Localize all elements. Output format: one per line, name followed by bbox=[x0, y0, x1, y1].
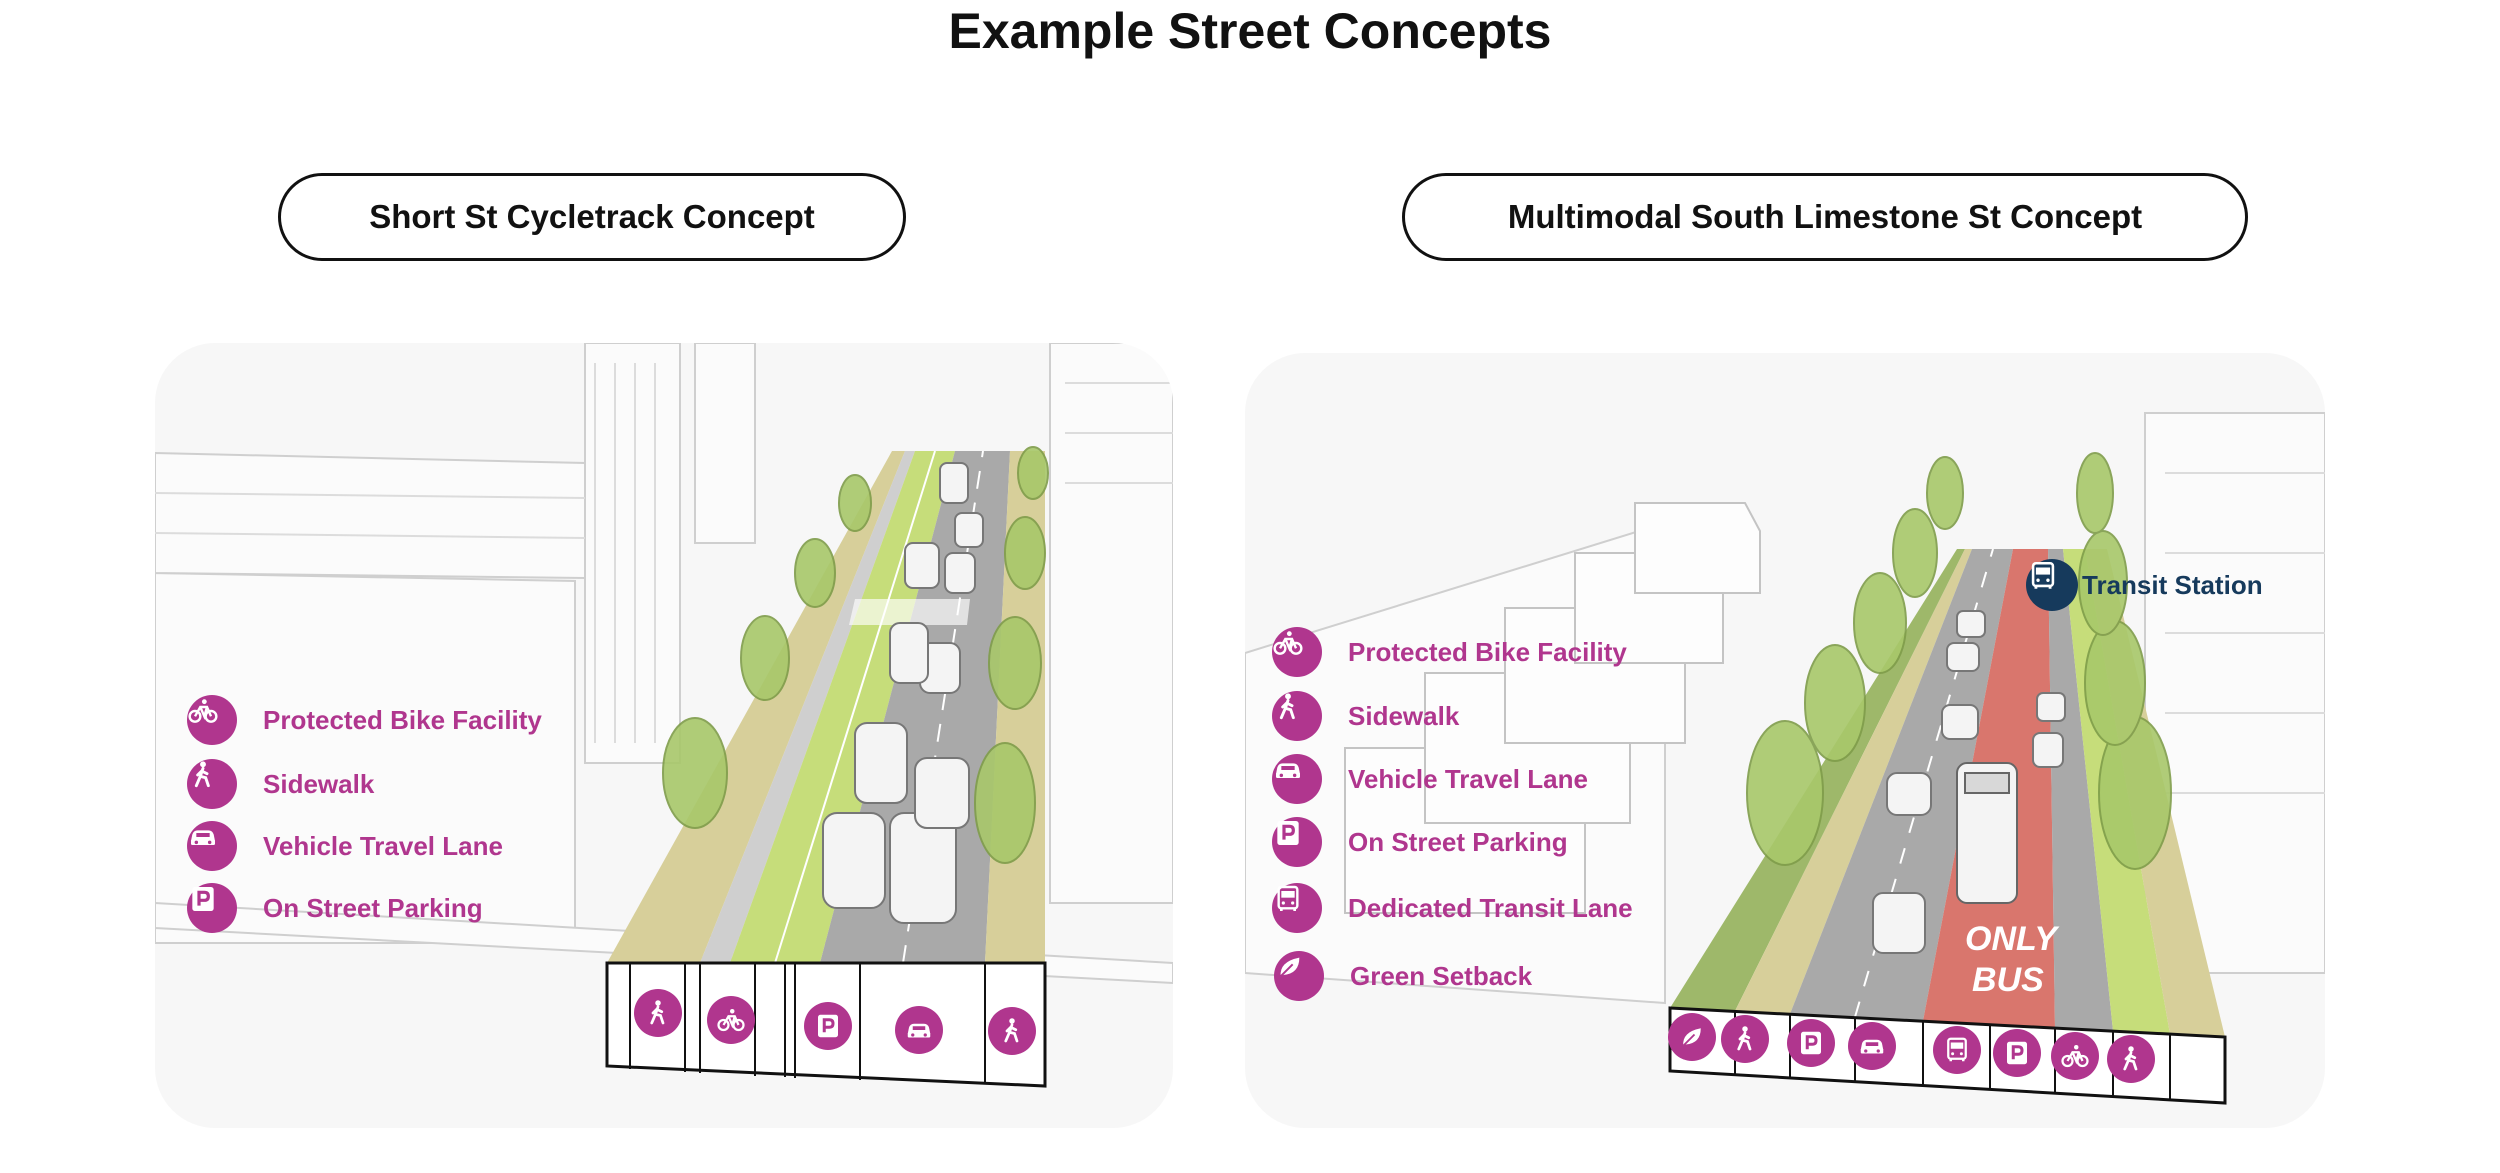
legend-item: On Street Parking bbox=[1272, 817, 1568, 867]
concept-heading-limestone: Multimodal South Limestone St Concept bbox=[1402, 173, 2248, 261]
parking-icon bbox=[1272, 817, 1322, 867]
legend-item: Vehicle Travel Lane bbox=[1272, 754, 1588, 804]
legend-item: Sidewalk bbox=[1272, 691, 1459, 741]
legend-label: Protected Bike Facility bbox=[1348, 636, 1627, 667]
legend-item: Green Setback bbox=[1274, 951, 1532, 1001]
bus-lane-marking-only: ONLY bbox=[1965, 920, 2060, 958]
legend-label: Vehicle Travel Lane bbox=[263, 830, 503, 861]
bus-icon bbox=[1272, 883, 1322, 933]
page-title: Example Street Concepts bbox=[948, 3, 1552, 59]
legend-item: Sidewalk bbox=[187, 759, 374, 809]
legend-item: Protected Bike Facility bbox=[1272, 627, 1627, 677]
parking-icon bbox=[187, 883, 237, 933]
legend-label: Sidewalk bbox=[1348, 700, 1460, 731]
bus-icon bbox=[2026, 559, 2078, 611]
bike-icon bbox=[1272, 627, 1322, 677]
legend-item: Vehicle Travel Lane bbox=[187, 821, 503, 871]
limestone-street-drawing: ONLY BUS bbox=[1245, 412, 2325, 1105]
legend-label: On Street Parking bbox=[1348, 826, 1568, 857]
legend-label: On Street Parking bbox=[263, 892, 483, 923]
car-icon bbox=[1272, 754, 1322, 804]
bus-lane-marking-bus: BUS bbox=[1972, 961, 2044, 999]
transit-station-tag: Transit Station bbox=[2026, 559, 2263, 611]
pedestrian-icon bbox=[187, 759, 237, 809]
legend-label: Green Setback bbox=[1350, 960, 1533, 991]
leaf-icon bbox=[1274, 951, 1324, 1001]
pedestrian-icon bbox=[1272, 691, 1322, 741]
cycletrack-street-drawing bbox=[155, 343, 1173, 1088]
bike-icon bbox=[187, 695, 237, 745]
legend-item: Protected Bike Facility bbox=[187, 695, 542, 745]
car-icon bbox=[187, 821, 237, 871]
legend-label: Sidewalk bbox=[263, 768, 375, 799]
cycletrack-illustration: Protected Bike Facility Sidewalk Vehicle… bbox=[155, 343, 1173, 1128]
legend-item: On Street Parking bbox=[187, 883, 483, 933]
concept-heading-label: Multimodal South Limestone St Concept bbox=[1507, 198, 2143, 235]
transit-station-label: Transit Station bbox=[2082, 569, 2263, 600]
legend-label: Vehicle Travel Lane bbox=[1348, 763, 1588, 794]
legend-label: Dedicated Transit Lane bbox=[1348, 892, 1633, 923]
concept-heading-short-st: Short St Cycletrack Concept bbox=[278, 173, 906, 261]
concept-heading-label: Short St Cycletrack Concept bbox=[369, 198, 815, 235]
limestone-illustration: ONLY BUS bbox=[1245, 353, 2325, 1128]
legend-label: Protected Bike Facility bbox=[263, 704, 542, 735]
legend-item: Dedicated Transit Lane bbox=[1272, 883, 1633, 933]
